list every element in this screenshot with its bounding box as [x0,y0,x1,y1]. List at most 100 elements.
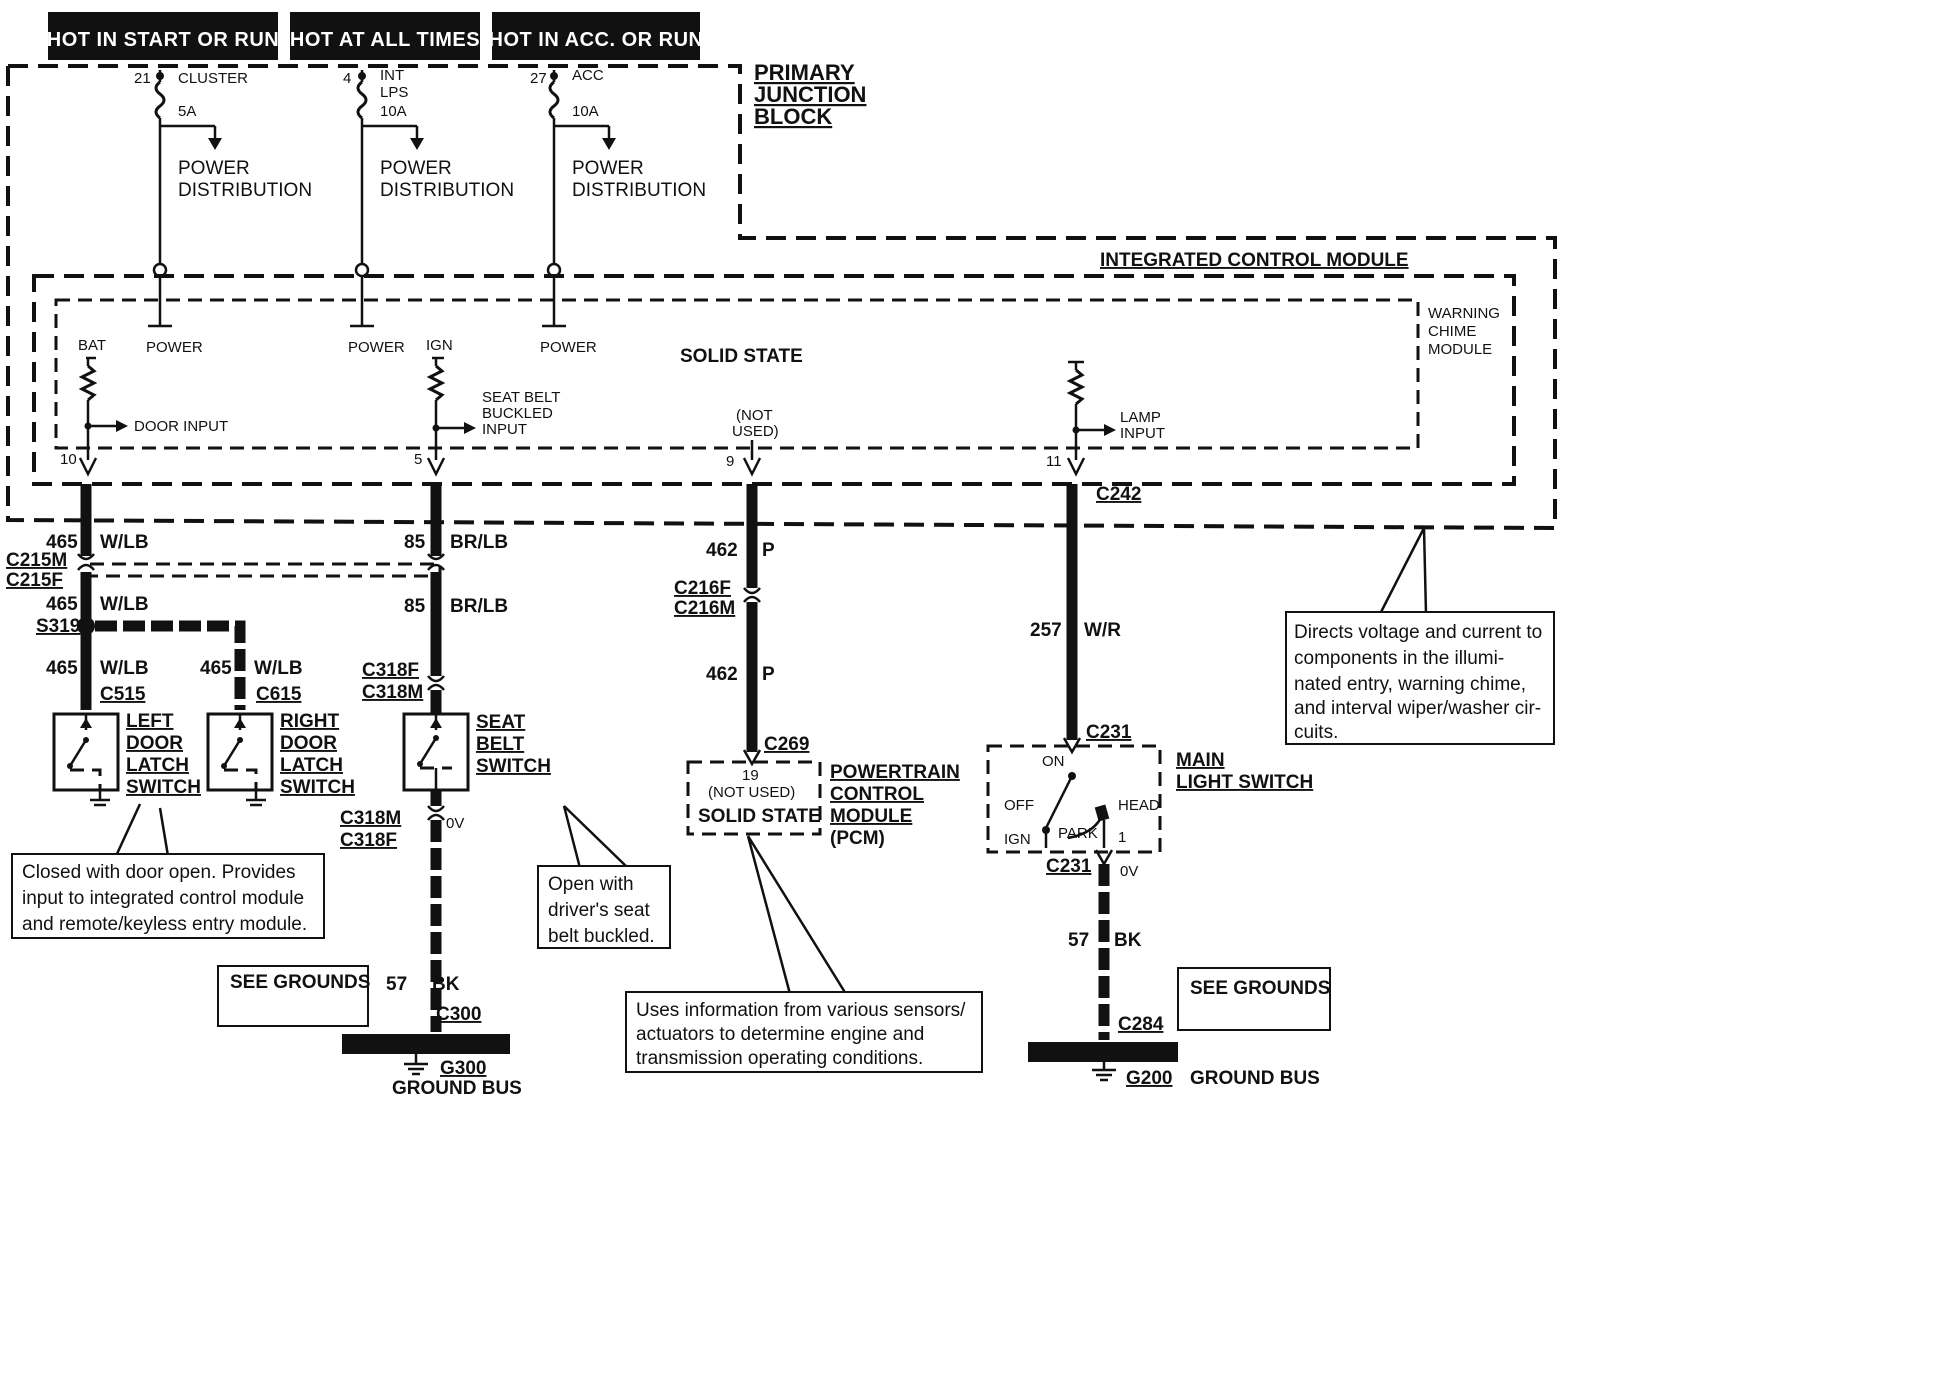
pcm-label-3: MODULE [830,806,912,827]
wire-465-circuit-1: 465 [46,532,78,553]
connector-c215m: C215M [6,550,67,571]
header-hot-start-run: HOT IN START OR RUN [47,12,279,60]
fuse-acc-number: 27 [530,70,547,87]
connector-c269: C269 [764,734,809,755]
wire-465-color-1: W/LB [100,532,149,553]
right-door-label-4: SWITCH [280,777,355,798]
seat-belt-input-circuit: IGN SEAT BELT BUCKLED INPUT 5 [414,337,560,477]
ground-bus-label-left: GROUND BUS [392,1078,522,1099]
voltage-0v-seat: 0V [446,815,464,832]
power-label-3: POWER [540,339,597,356]
left-door-label-3: LATCH [126,755,189,776]
wire-85-circuit-1: 85 [404,532,426,553]
wire-257-circuit: 257 [1030,620,1062,641]
pcm-label-2: CONTROL [830,784,924,805]
seatbelt-input-label-2: BUCKLED [482,405,553,422]
fuse-int-lps-name2: LPS [380,84,408,101]
power-distribution-1-line1: POWER [178,158,250,179]
voltage-0v-light: 0V [1120,863,1138,880]
pcm-label-1: POWERTRAIN [830,762,960,783]
not-used-label-1: (NOT [736,407,773,424]
pcm-solid-state: SOLID STATE [698,806,821,827]
connector-c231-bottom: C231 [1046,856,1092,877]
power-distribution-3-line1: POWER [572,158,644,179]
wire-257-color: W/R [1084,620,1121,641]
warning-chime-module-outline [54,298,1420,450]
wire-465: 465 W/LB 465 W/LB 465 W/LB 465 W/LB [46,484,303,710]
ground-bus-g200-bar [1028,1042,1178,1062]
note-door-line-3: and remote/keyless entry module. [22,914,307,935]
wire-57-color-seat: BK [432,974,460,995]
ls-pin-1: 1 [1118,829,1126,846]
primary-junction-block-outline [6,64,1557,531]
wire-462: 462 P 462 P [706,484,775,752]
left-door-label-2: DOOR [126,733,183,754]
see-grounds-left: SEE GROUNDS [230,972,370,993]
pjb-label-3: BLOCK [754,104,832,129]
warning-chime-label-3: MODULE [1428,341,1492,358]
note-door-line-2: input to integrated control module [22,888,304,909]
power-distribution-1-line2: DISTRIBUTION [178,180,312,201]
connector-c300: C300 [436,1004,481,1025]
note-icm-line-3: nated entry, warning chime, [1294,674,1526,695]
pjb-label-1: PRIMARY [754,60,855,85]
not-used-circuit: (NOT USED) 9 [726,407,779,477]
power-distribution-3-line2: DISTRIBUTION [572,180,706,201]
see-grounds-box-left [217,965,369,1027]
ground-bus-g300-bar [342,1034,510,1054]
connector-c515: C515 [100,684,146,705]
right-door-label-3: LATCH [280,755,343,776]
wire-465-circuit-3: 465 [46,658,78,679]
note-icm-line-2: components in the illumi- [1294,648,1504,669]
lamp-input-label-1: LAMP [1120,409,1161,426]
note-pcm-line-3: transmission operating conditions. [636,1048,923,1069]
connector-c615: C615 [256,684,302,705]
fuse-acc-name: ACC [572,67,604,84]
wire-462-color-2: P [762,664,775,685]
note-seat-belt: Open with driver's seat belt buckled. [537,805,671,949]
fuse-acc-rating: 10A [572,103,599,120]
connector-c318-lower-bottom [427,813,445,821]
ground-bus-label-right: GROUND BUS [1190,1068,1320,1089]
wire-465-circuit-4: 465 [200,658,232,679]
ground-g200-label: G200 [1126,1068,1172,1089]
wire-85-color-1: BR/LB [450,532,508,553]
fuse-cluster-name: CLUSTER [178,70,248,87]
ground-g300-label: G300 [440,1058,486,1079]
wire-57-circuit-light: 57 [1068,930,1089,951]
ls-off-label: OFF [1004,797,1034,814]
right-door-label-1: RIGHT [280,711,340,732]
pcm-pin-19: 19 [742,767,759,784]
integrated-control-module-outline [32,274,1516,486]
header-hot-start-run-text: HOT IN START OR RUN [47,29,279,51]
note-icm-line-1: Directs voltage and current to [1294,622,1542,643]
note-seatbelt-line-1: Open with [548,874,634,895]
connector-c318f-bottom: C318F [340,830,397,851]
note-seatbelt-line-3: belt buckled. [548,926,655,947]
warning-chime-label-1: WARNING [1428,305,1500,322]
note-pcm: Uses information from various sensors/ a… [625,835,983,1073]
fuse-cluster: 21 CLUSTER 5A POWER DISTRIBUTION [134,70,312,328]
wire-257: 257 W/R [1030,484,1121,740]
seat-belt-label-3: SWITCH [476,756,551,777]
wire-57-circuit-seat: 57 [386,974,407,995]
note-icm: Directs voltage and current to component… [1285,527,1555,745]
connector-c215-shared [90,562,442,578]
main-light-label-2: LIGHT SWITCH [1176,772,1313,793]
wire-465-circuit-2: 465 [46,594,78,615]
right-door-label-2: DOOR [280,733,337,754]
pjb-label-2: JUNCTION [754,82,866,107]
powertrain-control-module: 19 (NOT USED) SOLID STATE POWERTRAIN CON… [686,760,960,849]
header-hot-acc-run: HOT IN ACC. OR RUN [489,12,703,60]
note-icm-line-4: and interval wiper/washer cir- [1294,698,1541,719]
connector-c318-lower-top [427,805,445,813]
header-hot-all-times-text: HOT AT ALL TIMES [290,29,480,51]
pin-seat: 5 [414,451,422,468]
left-door-label-1: LEFT [126,711,174,732]
right-door-latch-switch: RIGHT DOOR LATCH SWITCH [206,711,355,807]
note-door-latch: Closed with door open. Provides input to… [11,803,325,939]
ls-on-label: ON [1042,753,1065,770]
wire-85-circuit-2: 85 [404,596,426,617]
pcm-label-4: (PCM) [830,828,885,849]
left-door-latch-switch: LEFT DOOR LATCH SWITCH [52,711,201,807]
